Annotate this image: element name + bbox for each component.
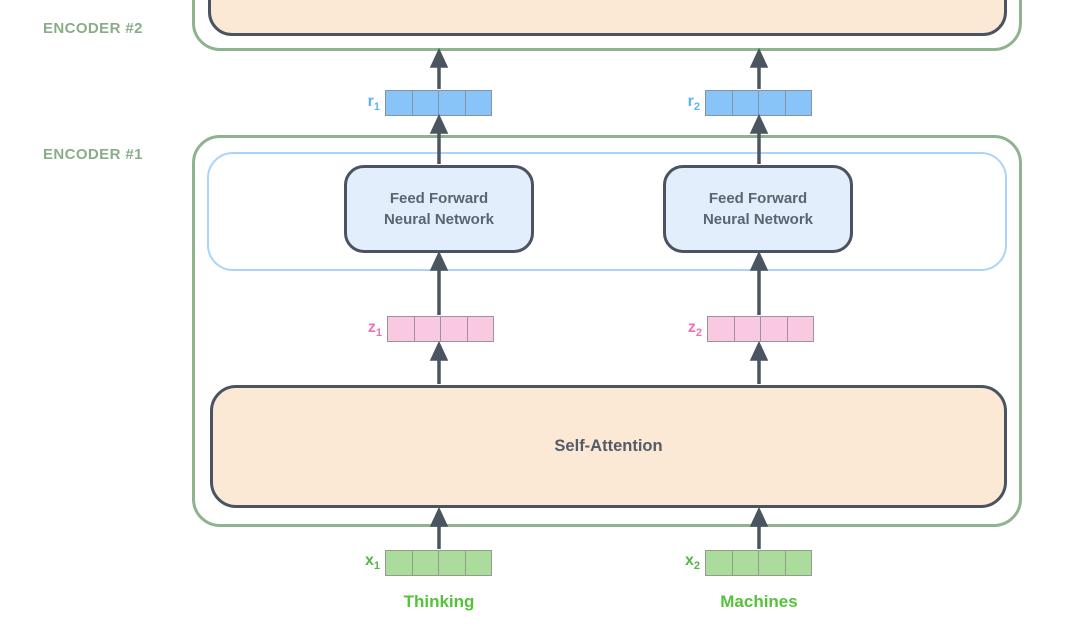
- vector-r1: [385, 90, 492, 116]
- vector-cell: [787, 317, 813, 341]
- vector-cell: [412, 551, 439, 575]
- vector-z2: [707, 316, 814, 342]
- vector-x2: [705, 550, 812, 576]
- input-word-2: Machines: [720, 592, 798, 611]
- vector-cell: [386, 91, 413, 115]
- ffnn-text-line1: Feed Forward: [389, 190, 489, 207]
- ffnn-text-line1: Feed Forward: [708, 190, 808, 207]
- vector-cell: [441, 317, 468, 341]
- self-attention-box: Self-Attention: [210, 385, 1007, 508]
- ffnn-box-1: Feed Forward Neural Network: [344, 165, 534, 253]
- vector-label-z2: z2: [687, 319, 702, 340]
- vector-cell: [465, 551, 491, 575]
- vector-label-x2: x2: [684, 552, 700, 573]
- vector-label-x1: x1: [364, 552, 380, 573]
- self-attention-label: Self-Attention: [554, 437, 663, 455]
- vector-cell: [388, 317, 415, 341]
- vector-x1: [385, 550, 492, 576]
- vector-r2: [705, 90, 812, 116]
- vector-label-r1: r1: [367, 93, 380, 114]
- encoder-2-box: [192, 0, 1022, 51]
- input-word-1: Thinking: [403, 592, 475, 611]
- vector-cell: [708, 317, 735, 341]
- encoder-1-label: ENCODER #1: [43, 146, 143, 163]
- ffnn-text-line2: Neural Network: [383, 211, 495, 228]
- vector-cell: [732, 551, 759, 575]
- arrowhead: [749, 113, 769, 134]
- vector-label-r2: r2: [687, 93, 700, 114]
- ffnn-text-line2: Neural Network: [702, 211, 814, 228]
- vector-z1: [387, 316, 494, 342]
- vector-cell: [759, 91, 786, 115]
- encoder-2-label: ENCODER #2: [43, 20, 143, 37]
- vector-cell: [759, 551, 786, 575]
- vector-cell: [761, 317, 788, 341]
- vector-cell: [414, 317, 441, 341]
- vector-cell: [706, 551, 733, 575]
- vector-cell: [412, 91, 439, 115]
- vector-cell: [439, 551, 466, 575]
- arrowhead: [429, 113, 449, 134]
- feed-forward-layer-outline: [207, 152, 1007, 271]
- encoder-2-self-attention-box-partial: [208, 0, 1007, 36]
- vector-cell: [785, 91, 811, 115]
- vector-label-z1: z1: [367, 319, 382, 340]
- arrowhead: [749, 47, 769, 68]
- vector-cell: [439, 91, 466, 115]
- vector-cell: [386, 551, 413, 575]
- encoder-1-box: [192, 135, 1022, 527]
- vector-cell: [734, 317, 761, 341]
- ffnn-box-2: Feed Forward Neural Network: [663, 165, 853, 253]
- vector-cell: [732, 91, 759, 115]
- vector-cell: [706, 91, 733, 115]
- vector-cell: [465, 91, 491, 115]
- vector-cell: [785, 551, 811, 575]
- vector-cell: [467, 317, 493, 341]
- arrowhead: [429, 47, 449, 68]
